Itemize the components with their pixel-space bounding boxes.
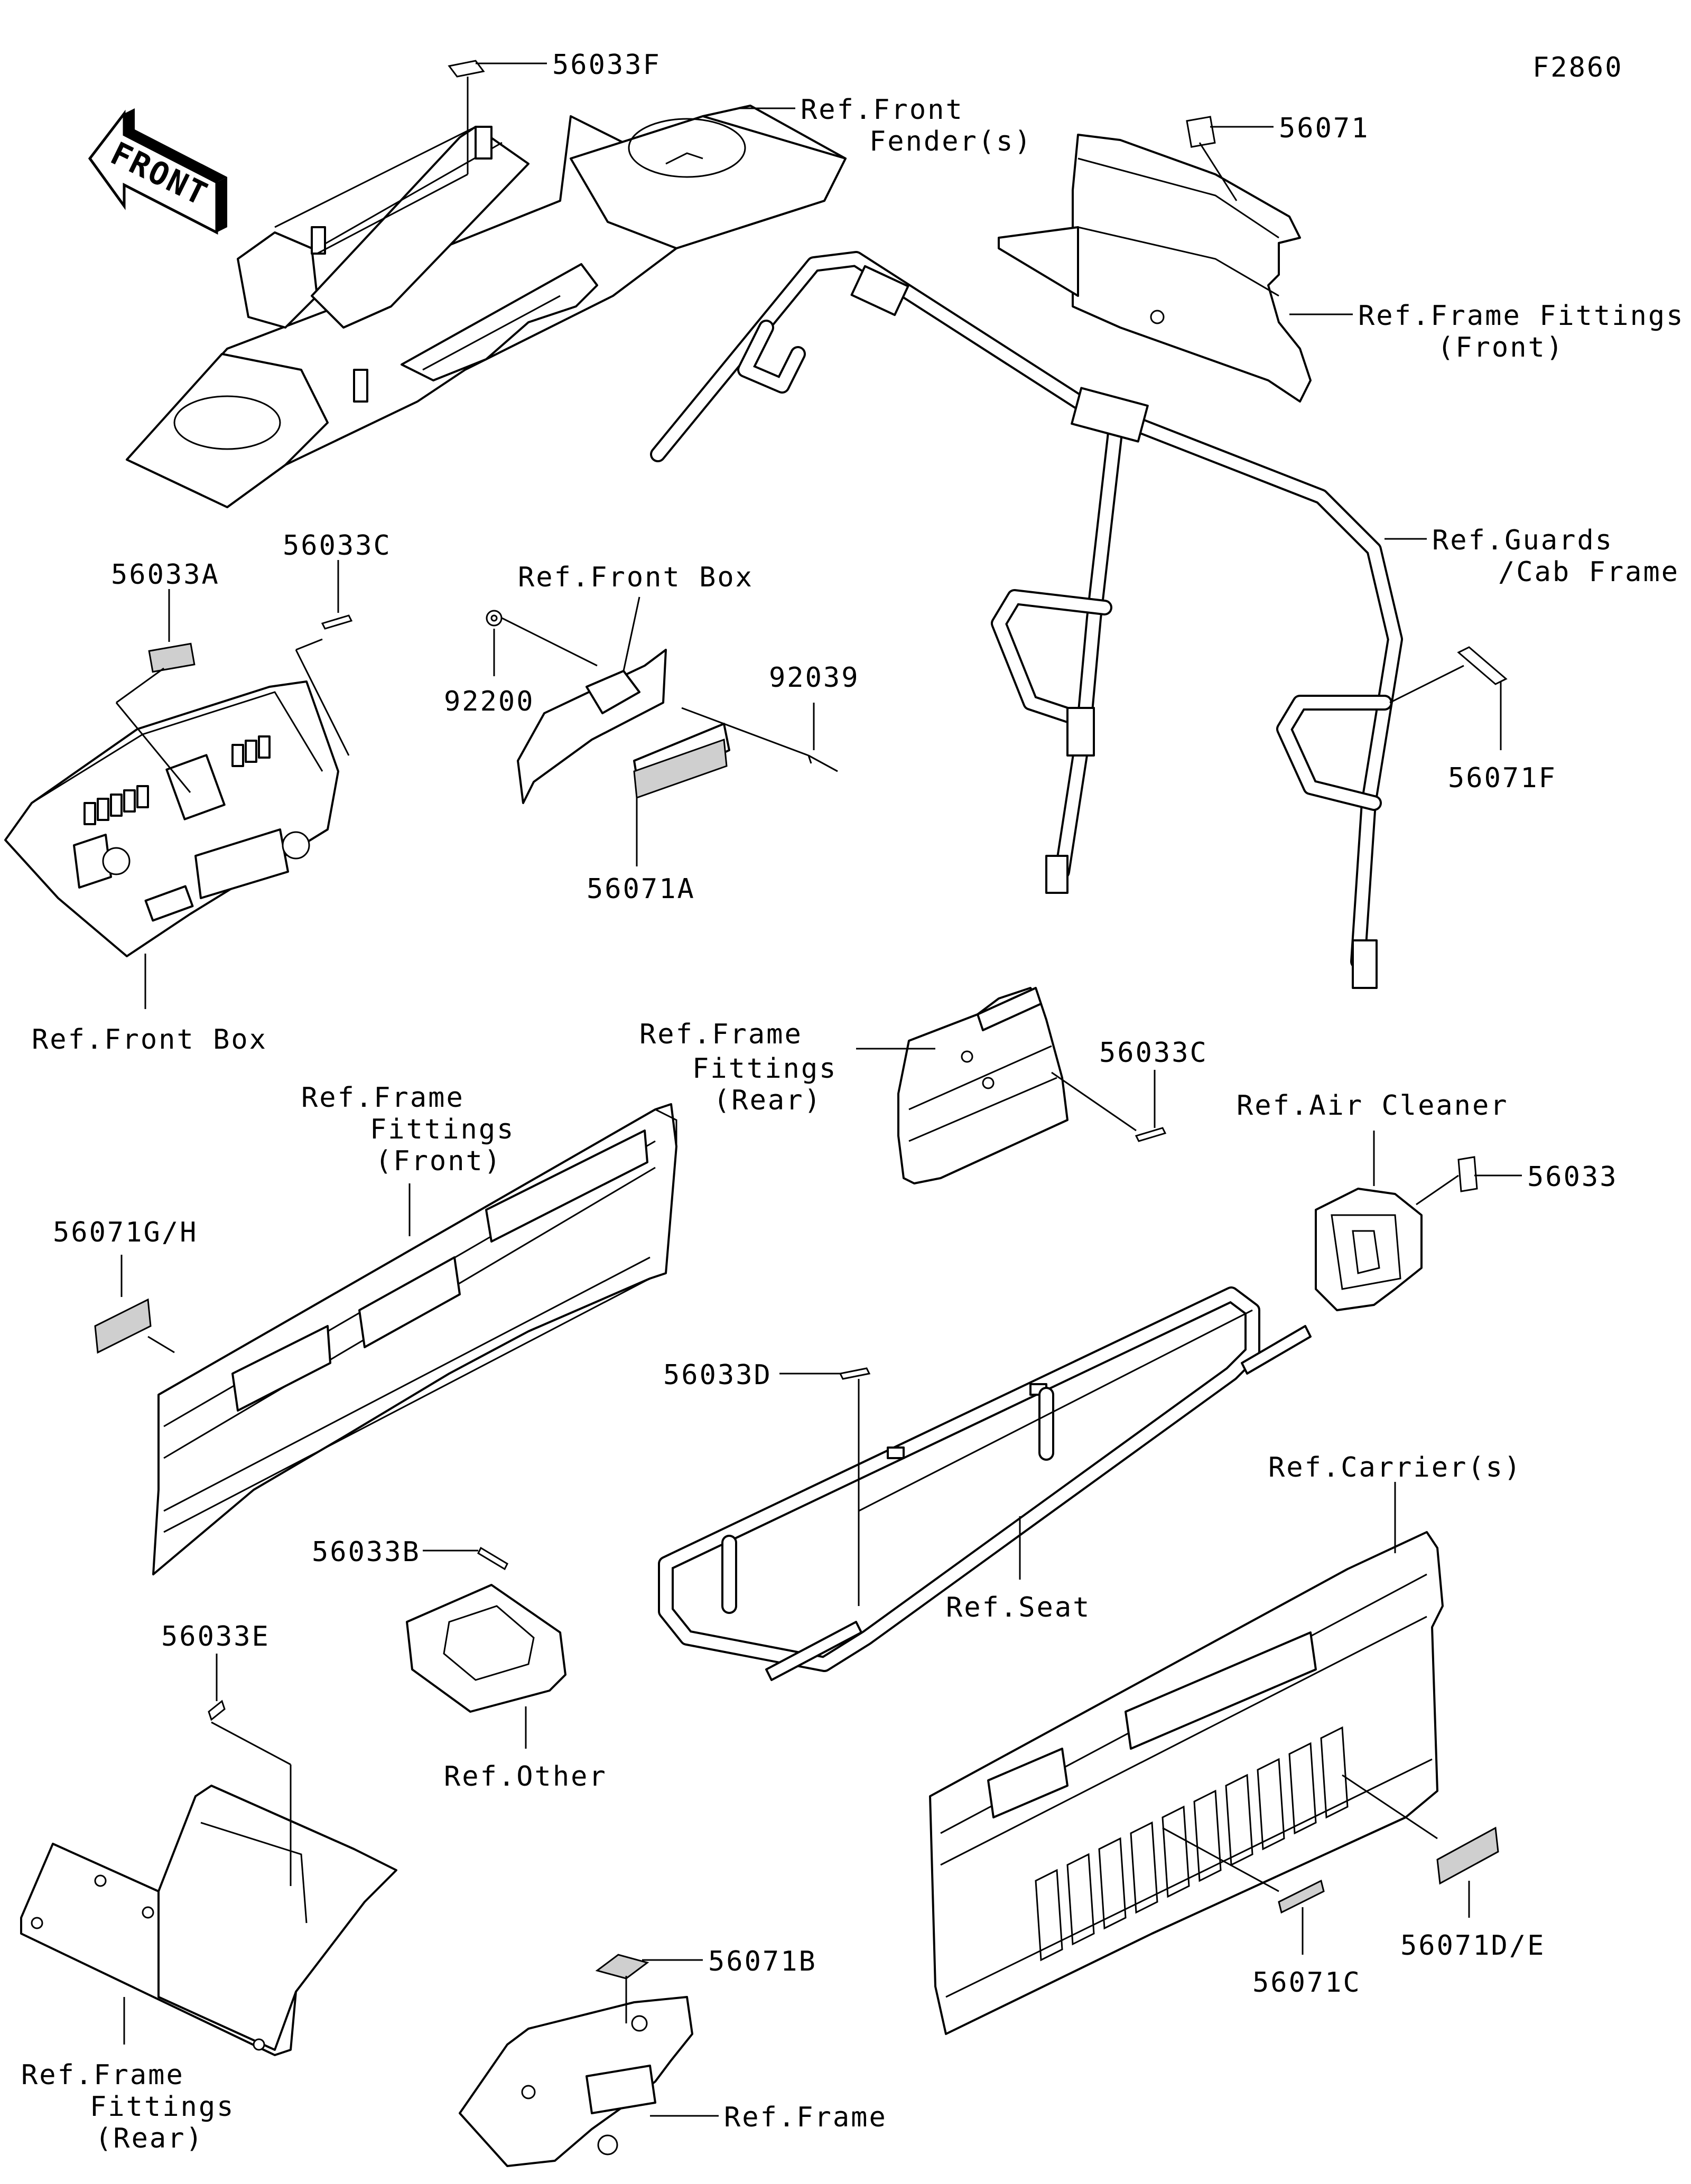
label-56071DE: 56071D/E <box>1400 1930 1545 1962</box>
frame-fittings-rear-bottom <box>20 1785 397 2056</box>
label-56033: 56033 <box>1527 1161 1618 1193</box>
label-ref-ff-rear-mid-2: Fittings <box>692 1053 837 1085</box>
carrier-slats <box>1035 1726 1349 1962</box>
decal-56071 <box>1186 116 1216 148</box>
label-ref-front-fender-2: Fender(s) <box>869 126 1033 157</box>
label-ref-front-fender-1: Ref.Front <box>801 94 964 126</box>
label-56071C: 56071C <box>1252 1967 1361 1999</box>
label-56033A: 56033A <box>111 559 220 591</box>
label-92039: 92039 <box>769 662 860 694</box>
rear-panel-left <box>152 1103 677 1575</box>
pin-92039 <box>807 754 838 772</box>
label-ref-ff-front-mid-1: Ref.Frame <box>301 1082 464 1114</box>
decal-56033E <box>208 1700 226 1721</box>
seat-frame <box>658 1286 1312 1681</box>
label-56033D: 56033D <box>663 1359 772 1391</box>
frame-fittings-rear-mid <box>897 987 1069 1184</box>
decal-56071DE <box>1436 1826 1499 1885</box>
label-ref-air-cleaner: Ref.Air Cleaner <box>1237 1090 1509 1122</box>
front-fender-assembly <box>126 105 847 508</box>
label-56071F: 56071F <box>1448 762 1557 794</box>
label-ref-ff-rear-mid-1: Ref.Frame <box>639 1019 803 1050</box>
decal-56033D <box>839 1367 871 1380</box>
small-cover <box>406 1584 566 1713</box>
decal-56033F <box>448 60 485 78</box>
label-56071: 56071 <box>1279 113 1370 144</box>
label-56033F: 56033F <box>552 49 661 81</box>
label-56033C-mid: 56033C <box>1099 1037 1208 1069</box>
label-ref-frame: Ref.Frame <box>724 2102 887 2133</box>
dash-switch-row-left <box>83 785 149 825</box>
label-ref-ff-rear-bottom-2: Fittings <box>90 2091 235 2123</box>
label-56071GH: 56071G/H <box>53 1217 198 1248</box>
dash-switch-row-right <box>231 735 271 767</box>
label-56071A: 56071A <box>587 873 695 905</box>
label-ref-frame-fittings-front-top-1: Ref.Frame Fittings <box>1358 300 1685 332</box>
decal-56071F <box>1457 646 1508 685</box>
decal-56033C-mid <box>1135 1127 1167 1142</box>
figure-code: F2860 <box>1532 52 1623 83</box>
label-56033E: 56033E <box>161 1621 270 1653</box>
label-56071B: 56071B <box>708 1946 817 1977</box>
decal-56071B <box>595 1954 649 1980</box>
decal-56033C-dash <box>321 614 353 630</box>
frame-fittings-front-top <box>998 134 1312 403</box>
label-56033C-top: 56033C <box>283 530 392 562</box>
label-ref-other: Ref.Other <box>444 1761 607 1793</box>
label-ref-front-box-bottom: Ref.Front Box <box>32 1024 267 1056</box>
decal-56033B <box>477 1546 508 1571</box>
label-56033B: 56033B <box>312 1536 421 1568</box>
decal-56033A <box>148 642 196 673</box>
label-ref-carriers: Ref.Carrier(s) <box>1268 1452 1522 1483</box>
dashboard <box>4 680 339 957</box>
rear-carrier <box>929 1531 1444 2035</box>
label-ref-ff-rear-bottom-1: Ref.Frame <box>21 2059 184 2091</box>
cab-frame <box>650 251 1403 989</box>
decal-56071GH <box>94 1298 152 1354</box>
front-arrow-icon: FRONT <box>88 108 227 235</box>
label-ref-guards-1: Ref.Guards <box>1432 525 1613 556</box>
label-ref-ff-rear-bottom-3: (Rear) <box>95 2123 204 2154</box>
label-ref-guards-2: /Cab Frame <box>1498 556 1679 588</box>
label-ref-ff-rear-mid-3: (Rear) <box>713 1085 822 1116</box>
decal-56071A <box>633 738 728 799</box>
decal-56071C <box>1278 1879 1325 1914</box>
label-ref-ff-front-mid-2: Fittings <box>370 1114 515 1145</box>
label-92200: 92200 <box>444 686 535 717</box>
label-ref-seat: Ref.Seat <box>946 1592 1091 1623</box>
front-box-lid <box>517 649 730 804</box>
label-ref-frame-fittings-front-top-2: (Front) <box>1437 332 1564 363</box>
label-ref-front-box-top: Ref.Front Box <box>518 562 754 593</box>
frame-bottom <box>459 1996 693 2167</box>
decal-56033 <box>1457 1156 1478 1192</box>
air-cleaner <box>1315 1188 1423 1311</box>
label-ref-ff-front-mid-3: (Front) <box>375 1145 502 1177</box>
